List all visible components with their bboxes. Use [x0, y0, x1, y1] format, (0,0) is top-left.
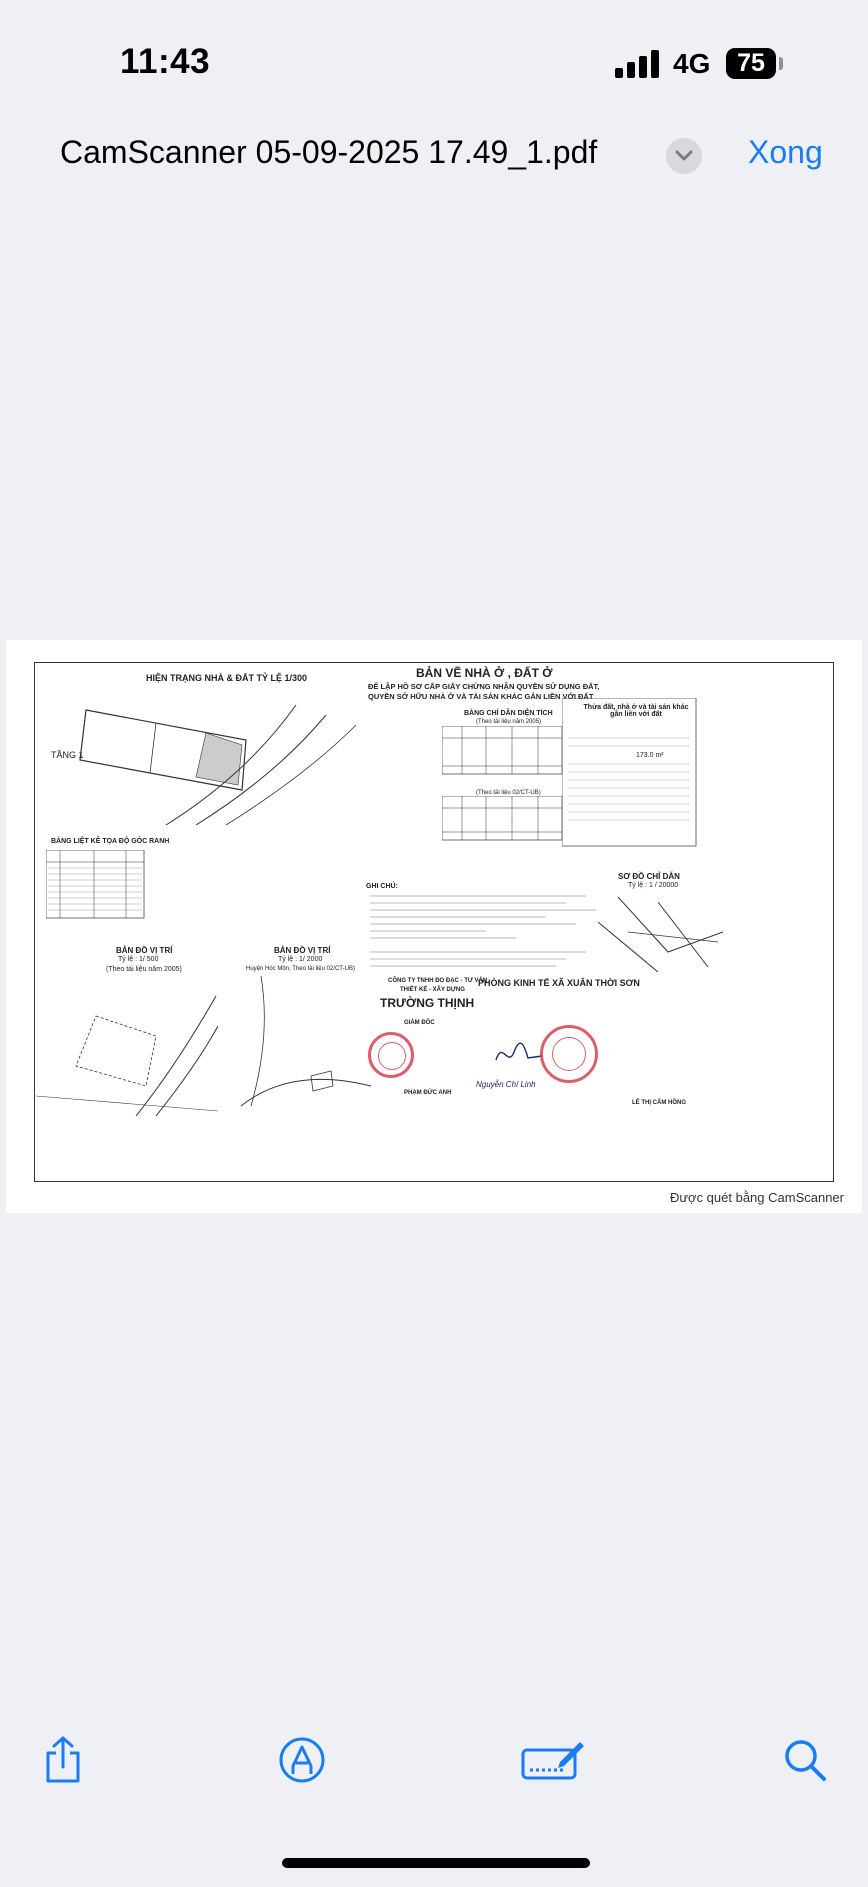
location-map-1-scale: Tỷ lệ : 1/ 500	[118, 956, 159, 963]
director-label: GIÁM ĐỐC	[404, 1020, 435, 1026]
land-area-value: 173.0 m²	[636, 752, 664, 759]
drawing-main-title: BẢN VẼ NHÀ Ở , ĐẤT Ở	[416, 666, 553, 680]
guide-map-title: SƠ ĐỒ CHỈ DẪN	[618, 872, 680, 881]
drawing-subtitle-1: ĐỂ LẬP HỒ SƠ CẤP GIẤY CHỨNG NHẬN QUYỀN S…	[368, 682, 600, 691]
area-table-2-source: (Theo tài liệu 02/CT-UB)	[476, 790, 541, 796]
location-map-1-drawing	[36, 995, 218, 1116]
company-stamp	[368, 1032, 414, 1078]
status-time: 11:43	[120, 42, 211, 81]
office-title: PHÒNG KINH TẾ XÃ XUÂN THỜI SƠN	[478, 978, 640, 988]
bottom-toolbar	[0, 1730, 868, 1830]
signer-name: LÊ THỊ CẨM HỒNG	[632, 1100, 686, 1106]
location-map-2-scale: Tỷ lệ : 1/ 2000	[278, 956, 323, 963]
cellular-signal-icon	[615, 50, 659, 78]
area-table-2	[442, 796, 563, 841]
area-table-title: BẢNG CHỈ DẪN DIỆN TÍCH	[464, 710, 553, 717]
signature-icon[interactable]	[520, 1730, 586, 1790]
company-name: TRƯỜNG THỊNH	[380, 996, 475, 1010]
markup-icon[interactable]	[272, 1730, 332, 1790]
nav-bar: CamScanner 05-09-2025 17.49_1.pdf Xong	[0, 120, 868, 190]
share-icon[interactable]	[33, 1730, 93, 1790]
land-info-box	[562, 698, 697, 847]
battery-cap	[779, 57, 783, 70]
floor-label: TẦNG 1	[51, 750, 84, 760]
camscanner-watermark: Được quét bằng CamScanner	[669, 1190, 844, 1205]
status-bar: 11:43 4G 75	[0, 0, 868, 120]
document-title[interactable]: CamScanner 05-09-2025 17.49_1.pdf	[60, 134, 598, 170]
location-map-2-source: Huyện Hóc Môn, Theo tài liệu 02/CT-UB)	[246, 966, 355, 972]
guide-map-scale: Tỷ lệ : 1 / 20000	[628, 882, 679, 889]
search-icon[interactable]	[775, 1730, 835, 1790]
land-info-title: Thửa đất, nhà ở và tài sản khác gắn liền…	[583, 704, 689, 718]
battery-icon: 75	[726, 48, 776, 79]
coord-table-title: BẢNG LIỆT KÊ TỌA ĐỘ GÓC RANH	[51, 838, 170, 845]
checker-name: Nguyễn Chí Linh	[476, 1080, 536, 1089]
notes-title: GHI CHÚ:	[366, 883, 398, 890]
area-table-1	[442, 726, 563, 775]
coordinate-table	[46, 850, 145, 919]
director-name: PHẠM ĐỨC ANH	[404, 1090, 452, 1096]
notes-text	[370, 895, 596, 967]
guide-map-drawing	[598, 896, 723, 972]
current-plan-title: HIỆN TRẠNG NHÀ & ĐẤT TỶ LỆ 1/300	[146, 673, 308, 683]
done-button[interactable]: Xong	[748, 134, 823, 170]
drawing-subtitle-2: QUYỀN SỞ HỮU NHÀ Ở VÀ TÀI SẢN KHÁC GẮN L…	[368, 692, 594, 701]
checker-signature	[495, 1042, 543, 1061]
drawing-frame	[34, 662, 834, 1182]
location-map-1-title: BẢN ĐỒ VỊ TRÍ	[116, 946, 173, 955]
location-map-2-drawing	[240, 976, 371, 1107]
document-page[interactable]: HIỆN TRẠNG NHÀ & ĐẤT TỶ LỆ 1/300 TẦNG 1 …	[6, 640, 862, 1213]
network-type: 4G	[673, 48, 711, 79]
location-map-1-source: (Theo tài liệu năm 2005)	[106, 966, 182, 973]
location-map-2-title: BẢN ĐỒ VỊ TRÍ	[274, 946, 331, 955]
office-stamp	[540, 1025, 598, 1083]
area-table-source: (Theo tài liệu năm 2005)	[476, 719, 542, 725]
site-plan-drawing	[79, 704, 357, 825]
home-indicator	[282, 1858, 590, 1868]
chevron-down-icon[interactable]	[666, 138, 702, 174]
company-line-1: CÔNG TY TNHH ĐO ĐẠC - TƯ VẤN	[388, 978, 488, 984]
company-line-2: THIẾT KẾ - XÂY DỰNG	[400, 987, 465, 993]
